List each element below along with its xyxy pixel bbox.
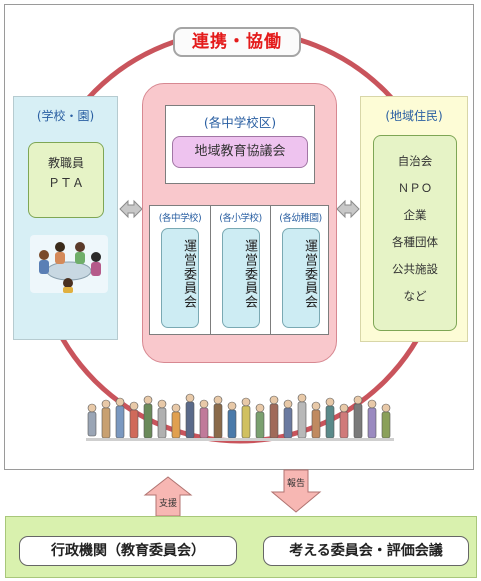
member-item: ＰＴＡ [47,176,84,190]
committee-label: 運営委員会 [242,239,257,309]
community-item: 自治会 [397,154,433,168]
right-double-arrow [336,199,360,219]
committee-label: 運営委員会 [302,239,317,309]
community-item: など [403,289,427,303]
residents-illustration [86,393,394,441]
left-double-arrow [119,199,143,219]
steering-committee: 運営委員会 [222,228,260,328]
support-label: 支援 [158,499,177,509]
steering-committee: 運営委員会 [161,228,199,328]
support-arrow [143,476,193,517]
school-members-box: 教職員 ＰＴＡ [28,142,104,218]
community-item: 各種団体 [392,235,438,249]
schools-box: (各中学校) 運営委員会 (各小学校) 運営委員会 (各幼稚園) 運営委員会 [149,205,329,335]
kindergarten-column: (各幼稚園) 運営委員会 [270,206,330,334]
school-title: (各中学校) [158,213,202,224]
community-item: 企業 [403,208,427,222]
title-badge: 連携・協働 [173,27,301,57]
district-council-box: (各中学校区) 地域教育協議会 [165,105,315,184]
administrative-agency-box: 行政機関（教育委員会） [19,536,237,566]
report-label: 報告 [286,479,305,489]
school-panel-title: (学校・園) [36,109,95,123]
school-panel: (学校・園) 教職員 ＰＴＡ [13,96,118,340]
elementary-column: (各小学校) 運営委員会 [210,206,270,334]
school-title: (各小学校) [219,213,262,224]
administration-panel: 行政機関（教育委員会） 考える委員会・評価会議 [5,516,477,578]
school-title: (各幼稚園) [279,213,322,224]
community-panel-title: (地域住民) [385,109,443,123]
evaluation-committee-box: 考える委員会・評価会議 [263,536,469,566]
district-title: (各中学校区) [203,115,277,130]
regional-education-council: 地域教育協議会 [172,136,308,168]
community-panel: (地域住民) 自治会 ＮＰＯ 企業 各種団体 公共施設 など [360,96,468,342]
member-item: 教職員 [47,156,84,170]
community-item: ＮＰＯ [397,181,433,195]
district-panel: (各中学校区) 地域教育協議会 (各中学校) 運営委員会 (各小学校) 運営委員… [142,83,337,363]
committee-label: 運営委員会 [181,239,196,309]
community-item: 公共施設 [392,262,438,276]
community-members-box: 自治会 ＮＰＯ 企業 各種団体 公共施設 など [373,135,457,331]
meeting-illustration [30,235,108,293]
report-arrow [270,469,322,513]
steering-committee: 運営委員会 [282,228,320,328]
junior-high-column: (各中学校) 運営委員会 [150,206,210,334]
